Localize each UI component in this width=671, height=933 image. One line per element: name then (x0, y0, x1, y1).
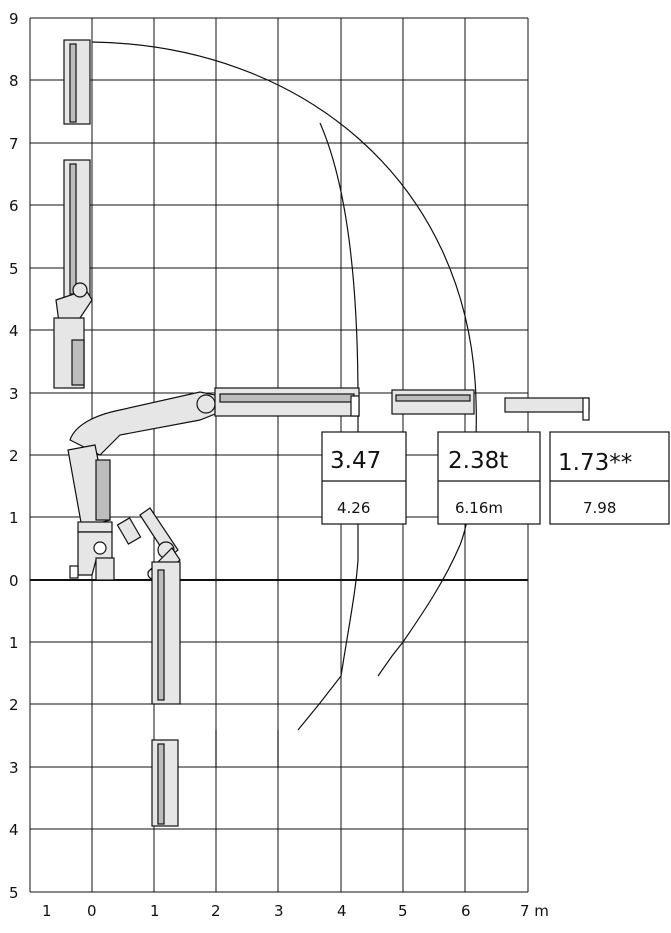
x-axis-labels: 1 0 1 2 3 4 5 6 7 m (42, 902, 549, 920)
x-label: 6 (461, 902, 471, 920)
stabilizer-leg (95, 557, 115, 581)
y-label: 0 (9, 572, 19, 590)
boom-section-upper (63, 159, 91, 301)
boom-inner (69, 43, 77, 123)
load-card-2: 2.38t 6.16m (437, 431, 541, 525)
y-label: 5 (9, 260, 19, 278)
boom-vertical-top (53, 39, 93, 389)
down-boom-section (151, 561, 181, 705)
x-label: 7 m (520, 902, 549, 920)
load-card-1: 3.47 4.26 (321, 431, 407, 525)
down-boom-extension (151, 739, 179, 827)
outer-reach-tail (377, 641, 404, 677)
x-label: 1 (42, 902, 52, 920)
boom-section-top (63, 39, 91, 125)
y-label: 1 (9, 509, 19, 527)
load-value: 3.47 (330, 448, 381, 474)
outer-reach-curve (91, 41, 477, 643)
mid-reach-tail (297, 675, 342, 731)
working-envelope (91, 41, 477, 767)
x-label: 5 (398, 902, 408, 920)
y-label: 3 (9, 385, 19, 403)
extension-2-inner (395, 394, 471, 402)
y-label: 5 (9, 884, 19, 902)
y-label: 2 (9, 447, 19, 465)
boom-horizontal (69, 387, 590, 456)
boom-elbow-joint (196, 394, 216, 414)
extension-3 (504, 397, 590, 413)
boom-inner (69, 163, 77, 295)
foot-pad (69, 565, 79, 579)
mid-reach-curve (319, 122, 359, 677)
x-label: 3 (274, 902, 284, 920)
extension-1-inner (219, 393, 355, 403)
slewing-ring (77, 521, 113, 533)
down-boom-inner (157, 569, 165, 701)
y-label: 6 (9, 197, 19, 215)
load-card-3: 1.73** 7.98 (549, 431, 670, 525)
y-axis-labels: 9 8 7 6 5 4 3 2 1 0 1 2 3 4 5 (9, 10, 19, 902)
y-label: 4 (9, 322, 19, 340)
load-value: 2.38t (448, 448, 508, 474)
boom-tip-3 (582, 397, 590, 421)
y-label: 8 (9, 72, 19, 90)
extension-2 (391, 389, 475, 415)
y-label: 9 (9, 10, 19, 28)
grid (29, 17, 529, 893)
y-label: 4 (9, 821, 19, 839)
y-label: 7 (9, 135, 19, 153)
x-label: 4 (337, 902, 347, 920)
load-value: 1.73** (558, 450, 632, 476)
crane-base (67, 444, 115, 581)
down-arm-ram (116, 517, 142, 545)
ram-upper (71, 339, 85, 386)
x-label: 2 (211, 902, 221, 920)
column-ram (95, 459, 111, 521)
down-boom-ext-inner (157, 743, 165, 825)
main-boom-arm (69, 391, 221, 456)
x-label: 1 (150, 902, 160, 920)
reach-value: 7.98 (583, 499, 616, 517)
reach-value: 6.16m (455, 499, 503, 517)
boom-downward (116, 507, 181, 827)
load-card-frame (321, 431, 407, 525)
base-gear (93, 541, 107, 555)
load-card-frame (437, 431, 541, 525)
boom-tip-1 (350, 395, 360, 417)
load-card-frame (549, 431, 670, 525)
y-label: 1 (9, 634, 19, 652)
y-label: 2 (9, 696, 19, 714)
reach-value: 4.26 (337, 499, 370, 517)
pivot-joint (72, 282, 88, 298)
y-label: 3 (9, 759, 19, 777)
x-label: 0 (87, 902, 97, 920)
